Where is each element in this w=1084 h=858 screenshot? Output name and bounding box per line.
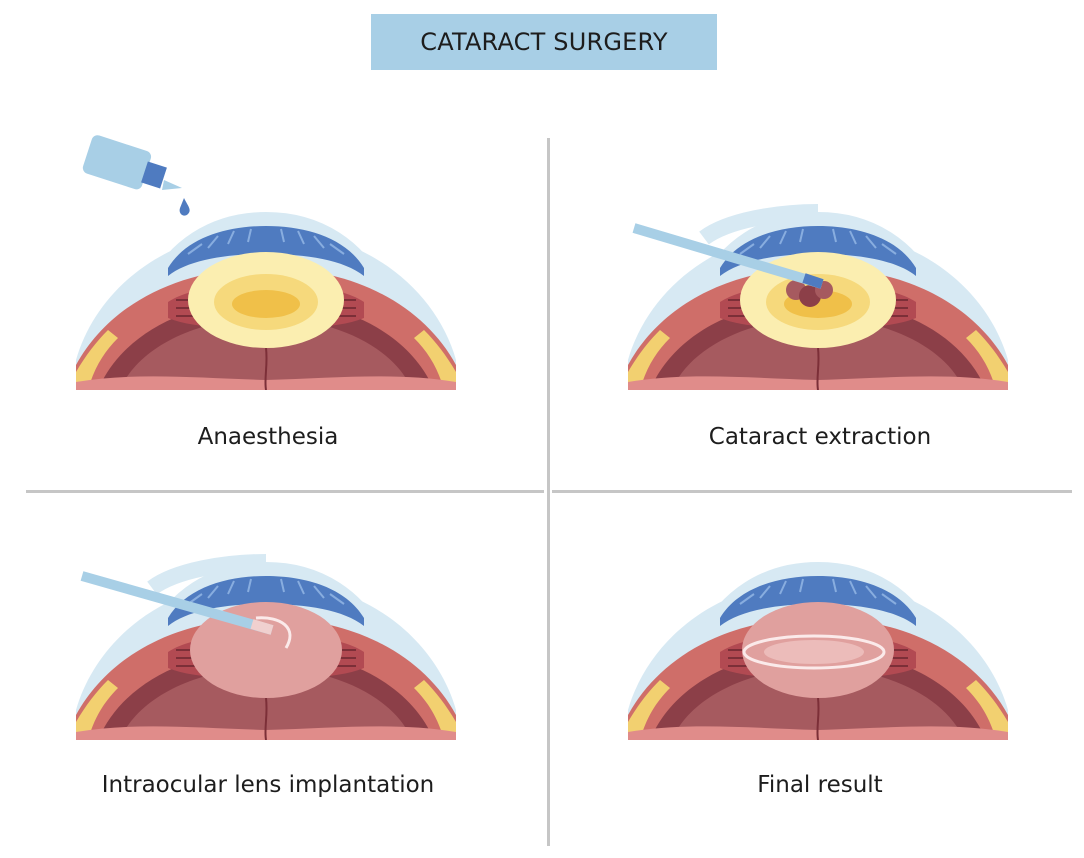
drop-icon (179, 198, 190, 216)
vertical-divider (547, 138, 550, 846)
step-label-extraction: Cataract extraction (708, 424, 932, 450)
eye-final-illustration (628, 500, 1008, 740)
horizontal-divider-left (26, 490, 544, 493)
page-title: CATARACT SURGERY (420, 28, 668, 56)
eye-extraction-illustration (628, 204, 1008, 390)
surgical-probe-icon (632, 223, 824, 289)
eye-drop-bottle-icon (82, 135, 182, 190)
step-label-anaesthesia: Anaesthesia (197, 424, 339, 450)
eye-implantation-illustration (76, 554, 456, 740)
cataract-fragment-icon (786, 280, 833, 307)
implanted-lens-icon (742, 634, 886, 670)
horizontal-divider-right (552, 490, 1072, 493)
step-label-final: Final result (757, 772, 883, 798)
implant-lens-icon (190, 602, 342, 698)
injector-tool-icon (80, 571, 274, 635)
title-box: CATARACT SURGERY (371, 14, 717, 70)
eye-anaesthesia-illustration (76, 135, 456, 390)
step-label-implantation: Intraocular lens implantation (101, 772, 435, 798)
